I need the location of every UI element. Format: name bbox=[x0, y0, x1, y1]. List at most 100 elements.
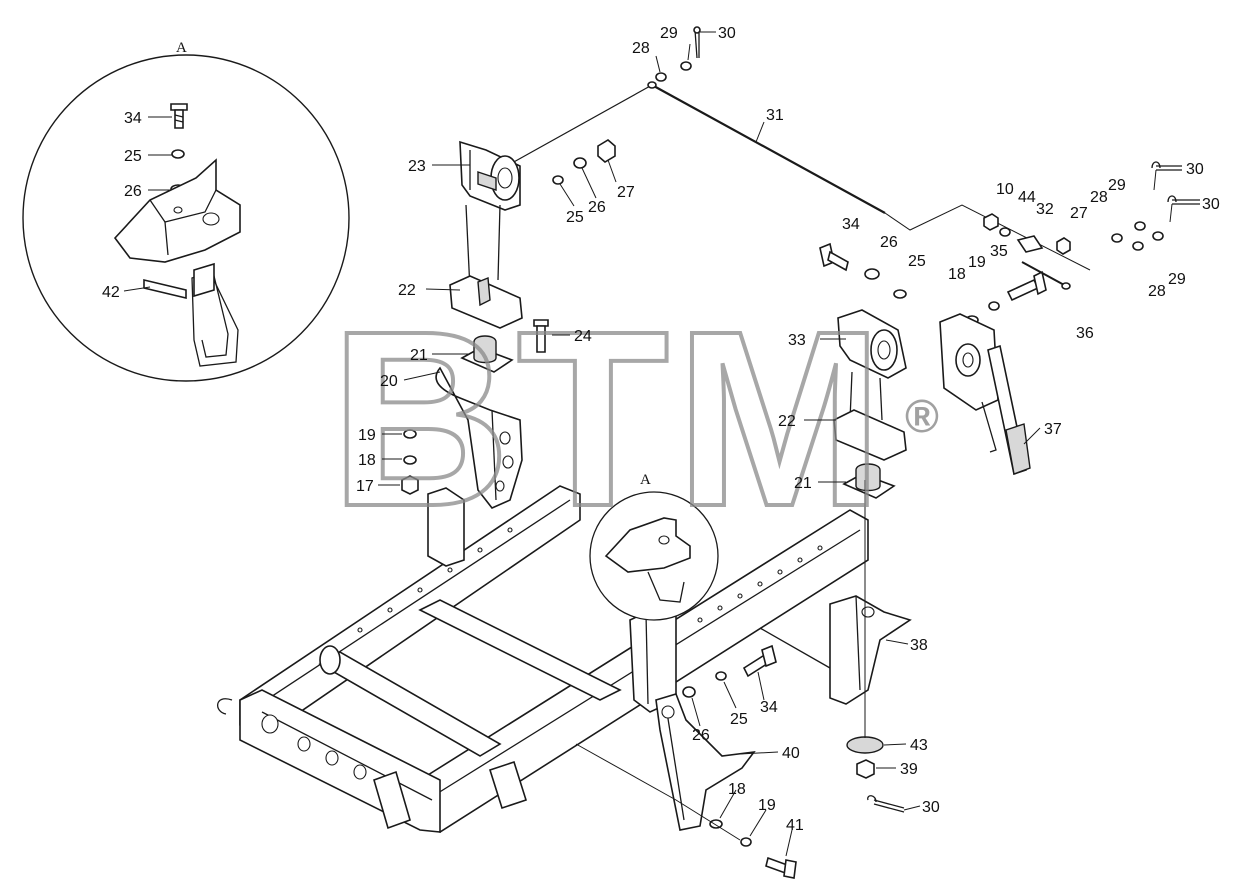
washer-28-right-a bbox=[1111, 233, 1123, 243]
nut-10 bbox=[983, 213, 999, 231]
callout-label: 30 bbox=[922, 799, 940, 816]
callout-label: 31 bbox=[766, 107, 784, 124]
detail-view-title: A bbox=[176, 40, 187, 56]
callout-label: 23 bbox=[408, 158, 426, 175]
callout-label: 29 bbox=[1168, 271, 1186, 288]
callout-labels: 34 25 26 42 28 29 30 31 23 25 26 27 22 2… bbox=[102, 25, 1220, 834]
washer-19-left bbox=[403, 429, 417, 439]
suspension-link-22-right bbox=[833, 371, 907, 461]
callout-label: 18 bbox=[948, 266, 966, 283]
callout-label: 27 bbox=[617, 184, 635, 201]
callout-label: 34 bbox=[124, 110, 142, 127]
watermark-letters: BTM bbox=[330, 279, 890, 558]
callout-label: 25 bbox=[566, 209, 584, 226]
latch-bracket-33 bbox=[837, 309, 907, 379]
split-pin-30-right-a bbox=[1151, 161, 1182, 191]
callout-label: 30 bbox=[1186, 161, 1204, 178]
callout-label: 36 bbox=[1076, 325, 1094, 342]
nut-27-upper bbox=[597, 139, 616, 163]
rod-31 bbox=[511, 81, 1091, 271]
callout-label: 26 bbox=[880, 234, 898, 251]
washer-19-lower bbox=[740, 837, 752, 847]
callout-label: 19 bbox=[358, 427, 376, 444]
callout-label: 25 bbox=[908, 253, 926, 270]
washer-29-top bbox=[680, 61, 692, 71]
bolt-24 bbox=[533, 319, 549, 353]
callout-label: 29 bbox=[1108, 177, 1126, 194]
cab-support-20 bbox=[435, 366, 523, 509]
callout-label: 20 bbox=[380, 373, 398, 390]
detail-view-a: A bbox=[22, 40, 350, 382]
nut-27-right bbox=[1056, 237, 1071, 255]
step-42-detail bbox=[143, 262, 239, 367]
washer-25-detail bbox=[171, 149, 185, 159]
split-pin-30-bottom bbox=[867, 795, 905, 813]
watermark-registered-mark: ® bbox=[905, 390, 939, 442]
callout-label: 44 bbox=[1018, 189, 1036, 206]
washer-26-upper bbox=[573, 157, 587, 169]
washer-29-right-b bbox=[1152, 231, 1164, 241]
washer-18-lower bbox=[709, 819, 723, 829]
callout-label: 28 bbox=[1148, 283, 1166, 300]
latch-bracket-23 bbox=[459, 140, 521, 211]
callout-label: 30 bbox=[1202, 196, 1220, 213]
callout-label: 34 bbox=[842, 216, 860, 233]
chassis-frame bbox=[217, 485, 869, 833]
pad-43 bbox=[846, 736, 884, 754]
callout-label: 27 bbox=[1070, 205, 1088, 222]
bolt-34-detail bbox=[170, 103, 188, 129]
washer-44 bbox=[999, 227, 1011, 237]
callout-label: 17 bbox=[356, 478, 374, 495]
callout-label: 37 bbox=[1044, 421, 1062, 438]
plate-32 bbox=[1016, 235, 1044, 253]
callout-label: 19 bbox=[968, 254, 986, 271]
callout-label: 21 bbox=[410, 347, 428, 364]
bolt-35 bbox=[1006, 270, 1047, 302]
washer-25-upper bbox=[552, 175, 564, 185]
callout-label: 25 bbox=[124, 148, 142, 165]
washer-28-top bbox=[655, 72, 667, 82]
callout-label: 10 bbox=[996, 181, 1014, 198]
callout-label: 26 bbox=[124, 183, 142, 200]
nut-39 bbox=[856, 759, 875, 779]
callout-label: 22 bbox=[398, 282, 416, 299]
callout-label: 35 bbox=[990, 243, 1008, 260]
bracket-40 bbox=[655, 693, 756, 831]
callout-label: 40 bbox=[782, 745, 800, 762]
callout-label: 43 bbox=[910, 737, 928, 754]
callout-label: 21 bbox=[794, 475, 812, 492]
bolt-41 bbox=[765, 856, 797, 879]
callout-label: 19 bbox=[758, 797, 776, 814]
bolt-34-right bbox=[819, 242, 849, 272]
callout-label: 26 bbox=[692, 727, 710, 744]
bracket-38 bbox=[829, 595, 912, 705]
callout-label: 41 bbox=[786, 817, 804, 834]
lock-assembly-37 bbox=[939, 313, 1031, 476]
callout-label: 29 bbox=[660, 25, 678, 42]
inset-view-title: A bbox=[640, 472, 651, 488]
callout-label: 33 bbox=[788, 332, 806, 349]
washer-29-right-a bbox=[1134, 221, 1146, 231]
callout-label: 22 bbox=[778, 413, 796, 430]
callout-label: 38 bbox=[910, 637, 928, 654]
callout-label: 25 bbox=[730, 711, 748, 728]
washer-18-left bbox=[403, 455, 417, 465]
bolt-34-lower bbox=[742, 644, 777, 678]
callout-label: 24 bbox=[574, 328, 592, 345]
washer-28-right-b bbox=[1132, 241, 1144, 251]
detail-bracket bbox=[113, 158, 241, 263]
leader-lines bbox=[378, 31, 1041, 857]
callout-label: 30 bbox=[718, 25, 736, 42]
split-pin-30-top bbox=[693, 26, 701, 59]
callout-label: 28 bbox=[1090, 189, 1108, 206]
callout-label: 18 bbox=[358, 452, 376, 469]
callout-label: 28 bbox=[632, 40, 650, 57]
washer-19-right bbox=[988, 301, 1000, 311]
callout-label: 32 bbox=[1036, 201, 1054, 218]
callout-label: 34 bbox=[760, 699, 778, 716]
callout-label: 42 bbox=[102, 284, 120, 301]
callout-label: 39 bbox=[900, 761, 918, 778]
washer-25-lower bbox=[715, 671, 727, 681]
rubber-mount-21-left bbox=[460, 335, 514, 373]
